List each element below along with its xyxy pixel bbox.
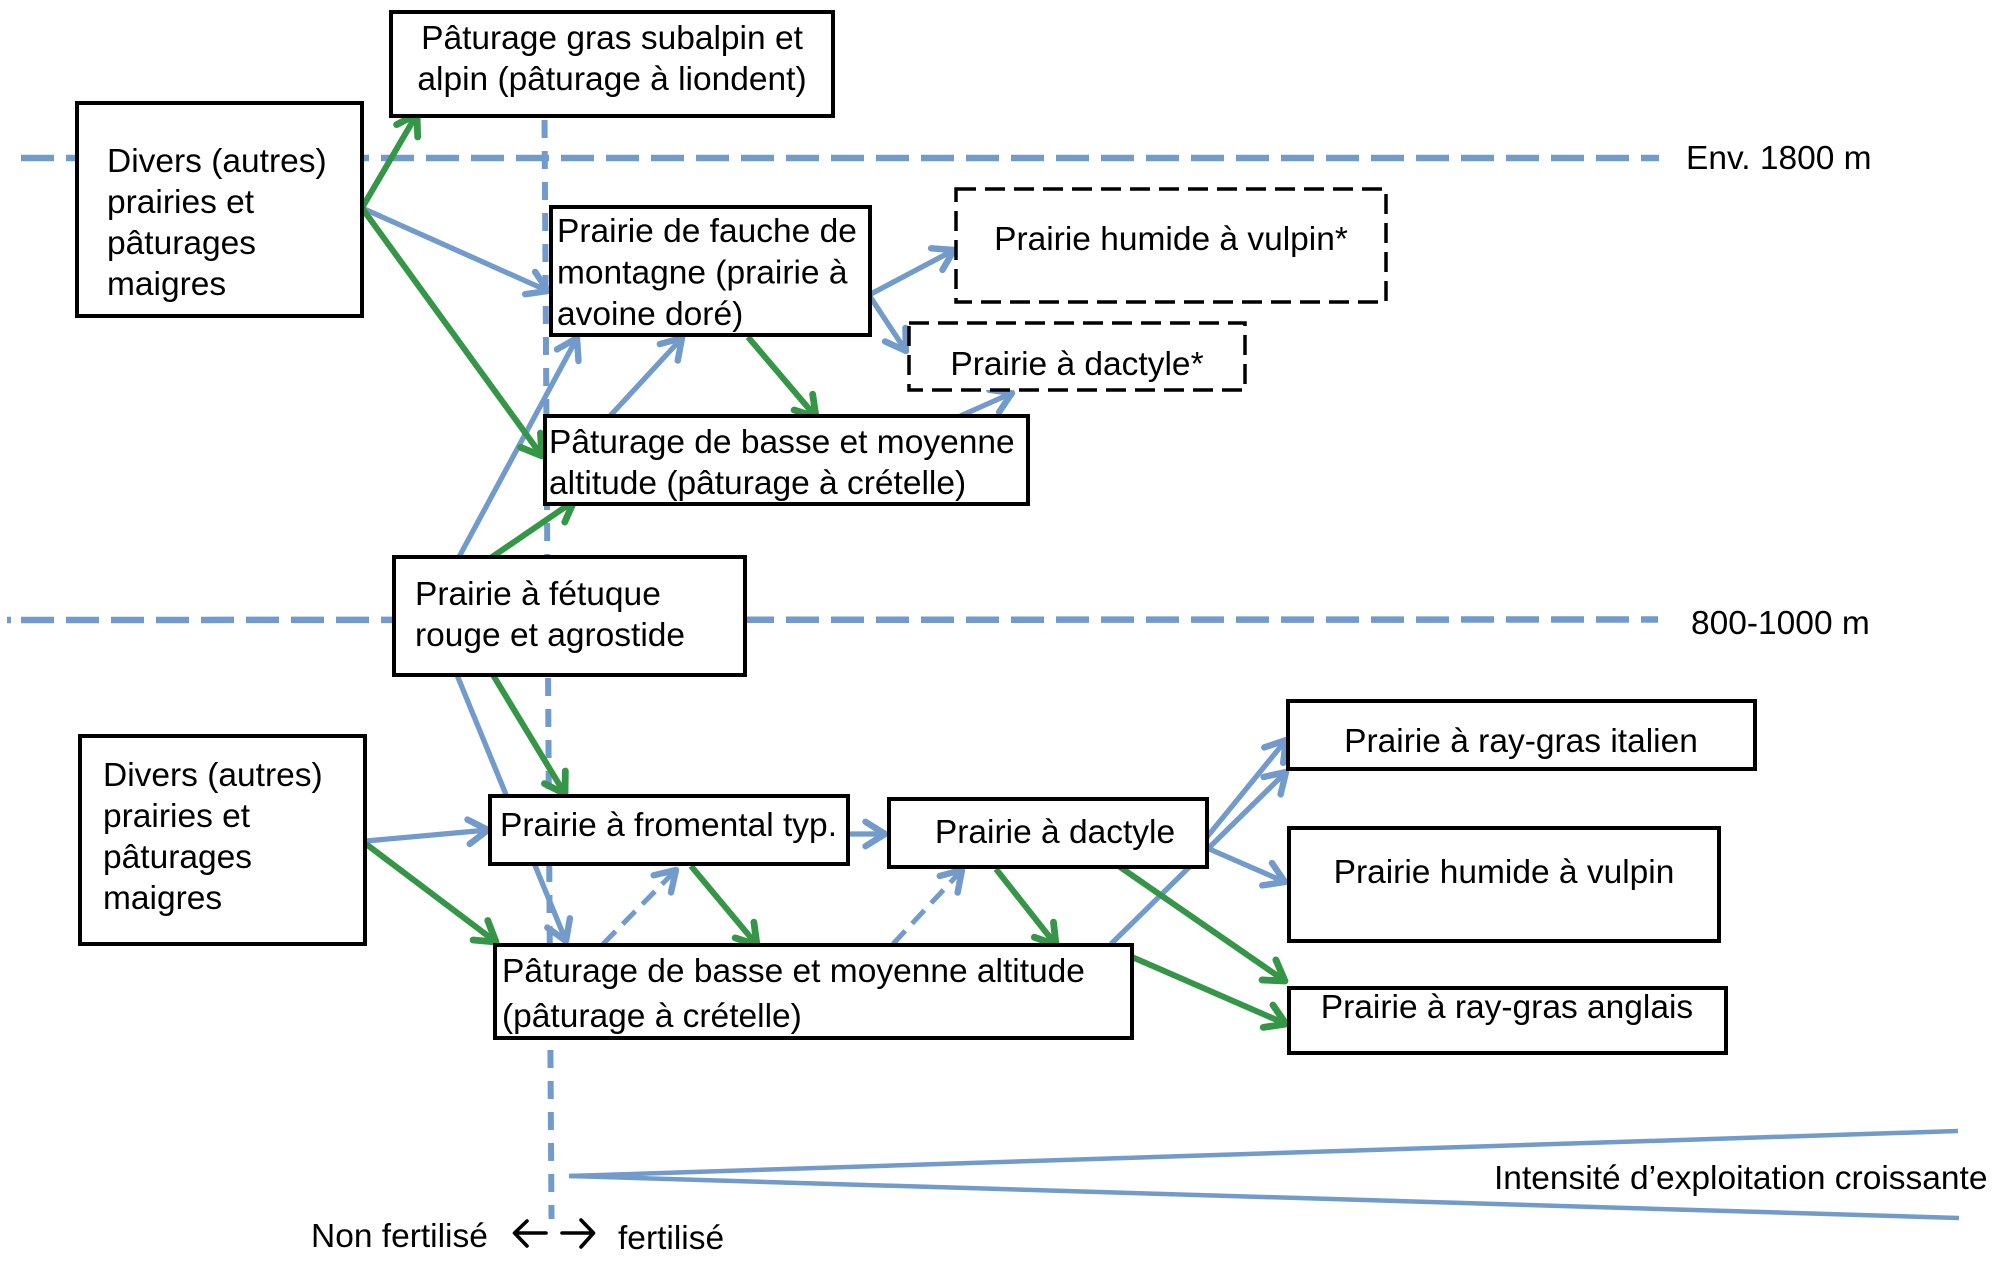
svg-text:Pâturage gras subalpin et: Pâturage gras subalpin et (421, 20, 803, 57)
svg-text:Divers (autres): Divers (autres) (103, 757, 323, 794)
svg-text:Prairie de fauche de: Prairie de fauche de (557, 213, 857, 250)
svg-text:Prairie à fromental typ.: Prairie à fromental typ. (500, 807, 837, 844)
svg-text:Prairie humide à vulpin*: Prairie humide à vulpin* (994, 221, 1348, 258)
svg-text:Prairie à dactyle*: Prairie à dactyle* (950, 346, 1203, 383)
svg-text:Prairie à dactyle: Prairie à dactyle (935, 814, 1175, 851)
svg-text:prairies et: prairies et (107, 184, 255, 221)
svg-text:Pâturage de basse et moyenne: Pâturage de basse et moyenne (549, 424, 1015, 461)
svg-text:Prairie humide à vulpin: Prairie humide à vulpin (1334, 854, 1675, 891)
svg-text:prairies et: prairies et (103, 798, 251, 835)
svg-text:Divers (autres): Divers (autres) (107, 143, 327, 180)
svg-text:maigres: maigres (103, 880, 222, 917)
svg-text:Env. 1800 m: Env. 1800 m (1686, 140, 1872, 177)
svg-text:Prairie à ray-gras italien: Prairie à ray-gras italien (1344, 723, 1698, 760)
svg-text:montagne (prairie à: montagne (prairie à (557, 255, 848, 292)
svg-text:fertilisé: fertilisé (618, 1220, 724, 1257)
svg-text:pâturages: pâturages (107, 225, 256, 262)
svg-text:altitude (pâturage à crételle): altitude (pâturage à crételle) (549, 465, 966, 502)
svg-text:Non fertilisé: Non fertilisé (311, 1218, 488, 1255)
svg-text:rouge et agrostide: rouge et agrostide (415, 617, 685, 654)
svg-text:avoine doré): avoine doré) (557, 296, 743, 333)
svg-text:Prairie à ray-gras anglais: Prairie à ray-gras anglais (1321, 989, 1693, 1026)
svg-text:maigres: maigres (107, 266, 226, 303)
svg-text:Pâturage de basse et moyenne a: Pâturage de basse et moyenne altitude (502, 953, 1085, 990)
svg-text:alpin (pâturage à liondent): alpin (pâturage à liondent) (417, 61, 806, 98)
svg-text:Intensité d’exploitation crois: Intensité d’exploitation croissante (1494, 1160, 1988, 1197)
svg-text:800-1000 m: 800-1000 m (1691, 605, 1870, 642)
svg-text:(pâturage à crételle): (pâturage à crételle) (502, 998, 802, 1035)
svg-text:pâturages: pâturages (103, 839, 252, 876)
svg-text:Prairie à fétuque: Prairie à fétuque (415, 576, 661, 613)
